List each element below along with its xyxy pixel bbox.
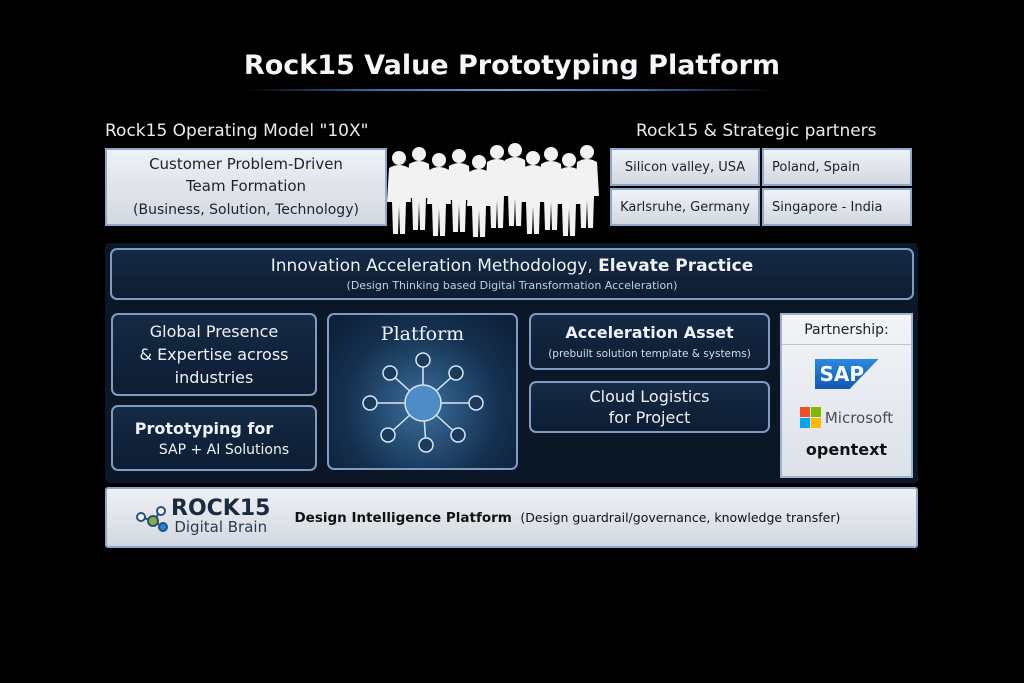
global-presence-box: Global Presence & Expertise across indus… [111, 313, 317, 396]
methodology-subtitle: (Design Thinking based Digital Transform… [346, 279, 678, 292]
page-title: Rock15 Value Prototyping Platform [243, 50, 781, 81]
prototyping-box: Prototyping for SAP + AI Solutions [111, 405, 317, 471]
partners-heading: Rock15 & Strategic partners [636, 121, 877, 141]
operating-model-heading: Rock15 Operating Model "10X" [105, 121, 369, 141]
partner-locations-grid: Silicon valley, USA Poland, Spain Karlsr… [610, 148, 912, 226]
molecule-icon [136, 505, 168, 532]
location-singapore-india: Singapore - India [762, 188, 912, 226]
cloud-line1: Cloud Logistics [589, 387, 710, 406]
acceleration-asset-box: Acceleration Asset (prebuilt solution te… [529, 313, 770, 370]
location-karlsruhe: Karlsruhe, Germany [610, 188, 760, 226]
cloud-logistics-box: Cloud Logistics for Project [529, 381, 770, 433]
global-line2: & Expertise across [139, 345, 289, 364]
microsoft-squares-icon [799, 407, 821, 428]
platform-label: Platform [380, 323, 465, 345]
design-intelligence-bar: ROCK15 Digital Brain Design Intelligence… [105, 487, 918, 548]
people-silhouettes-icon [387, 143, 599, 237]
cloud-line2: for Project [608, 408, 691, 427]
network-hub-icon [361, 352, 484, 453]
logo-sub: Digital Brain [174, 517, 268, 536]
bottom-title: Design Intelligence Platform [294, 509, 512, 526]
rock15-logo: ROCK15 Digital Brain [135, 495, 271, 537]
acceleration-subtitle: (prebuilt solution template & systems) [548, 348, 751, 360]
team-line3: (Business, Solution, Technology) [133, 202, 359, 218]
team-line2: Team Formation [185, 177, 307, 195]
partnership-heading: Partnership: [782, 315, 911, 345]
sap-logo: SAP [782, 359, 911, 389]
methodology-box: Innovation Acceleration Methodology, Ele… [110, 248, 914, 300]
bottom-subtitle: (Design guardrail/governance, knowledge … [520, 509, 841, 525]
microsoft-logo: Microsoft [782, 407, 911, 428]
team-line1: Customer Problem-Driven [149, 155, 343, 173]
team-formation-box: Customer Problem-Driven Team Formation (… [105, 148, 387, 226]
methodology-title: Innovation Acceleration Methodology, [270, 256, 599, 276]
prototyping-subtitle: SAP + AI Solutions [158, 441, 290, 458]
logo-name: ROCK15 [171, 495, 271, 521]
partnership-box: Partnership: SAP Microsoft opentext [780, 313, 913, 478]
global-line3: industries [174, 368, 254, 387]
opentext-logo: opentext [805, 440, 888, 459]
global-line1: Global Presence [149, 322, 279, 341]
prototyping-title: Prototyping for [134, 418, 274, 438]
title-underline [245, 89, 775, 91]
platform-box: Platform [327, 313, 518, 470]
location-poland-spain: Poland, Spain [762, 148, 912, 186]
methodology-title-bold: Elevate Practice [598, 256, 754, 276]
location-silicon-valley: Silicon valley, USA [610, 148, 760, 186]
acceleration-title: Acceleration Asset [565, 323, 734, 342]
